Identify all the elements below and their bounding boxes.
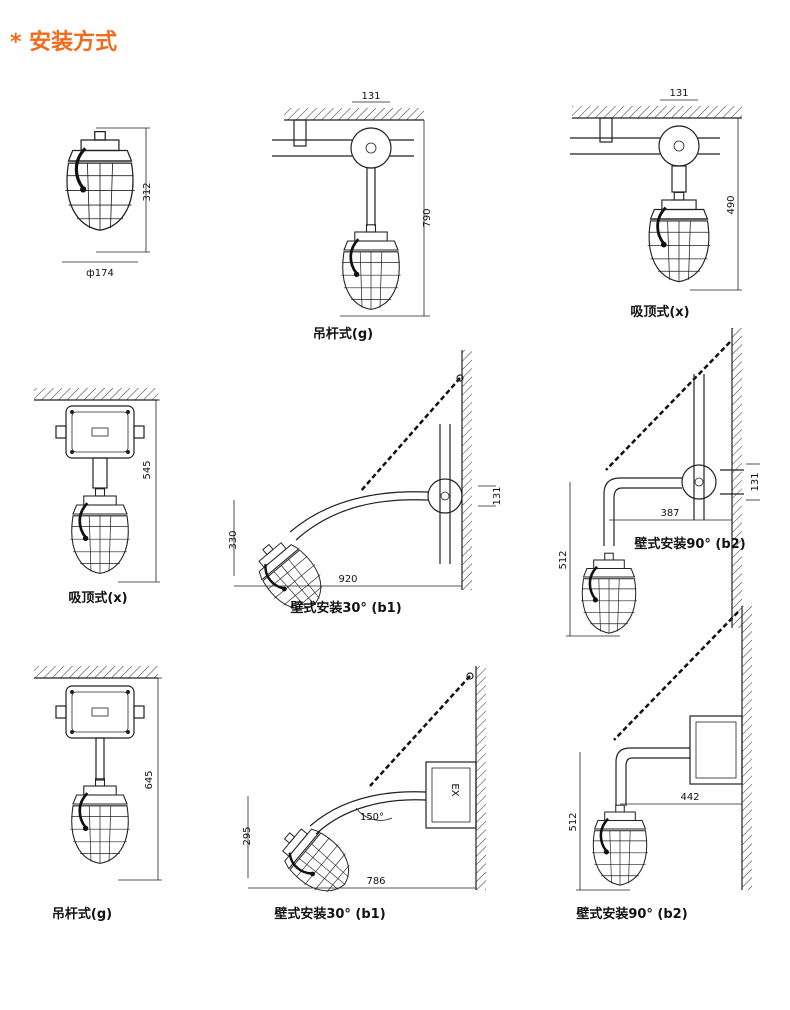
dim-length-label: 920	[338, 574, 357, 585]
caption-wall-90-box: 壁式安装90° (b2)	[576, 906, 687, 922]
caption-ceiling: 吸顶式(x)	[630, 304, 689, 320]
panel-plain-lamp: 312 ф174	[62, 127, 153, 279]
panel-wall-90-pipe: 131 387 512 壁式安装90° (b2)	[558, 328, 761, 637]
dim-height-label: 330	[228, 530, 239, 549]
panel-wall-30-pipe: 131 330 920 壁式安装30° (b1)	[228, 350, 503, 623]
dim-reach-label: 387	[660, 508, 679, 519]
panel-wall-90-box: 442 512 壁式安装90° (b2)	[568, 606, 752, 922]
dim-box-width-label: 131	[669, 88, 688, 99]
dim-height-label: 295	[242, 826, 253, 845]
panel-ceiling-junction-box: 545 吸顶式(x)	[34, 388, 160, 606]
dim-box-width-label: 131	[361, 91, 380, 102]
dim-height-label: 645	[144, 770, 155, 789]
dim-drop-label: 790	[422, 208, 433, 227]
dim-height-label: 545	[142, 460, 153, 479]
caption-pendant: 吊杆式(g)	[313, 326, 373, 342]
caption-pendant-box: 吊杆式(g)	[52, 906, 112, 922]
dim-box-label: 131	[492, 486, 503, 505]
caption-wall-30-box: 壁式安装30° (b1)	[274, 906, 385, 922]
angle-label: 150°	[360, 812, 384, 823]
dim-height-label: 490	[726, 195, 737, 214]
caption-ceiling-box: 吸顶式(x)	[68, 590, 127, 606]
dim-diameter-label: ф174	[86, 268, 114, 279]
panel-ceiling-mount: 131 490 吸顶式(x)	[570, 88, 742, 320]
panel-pendant-junction-box: 645 吊杆式(g)	[34, 666, 162, 922]
dim-box-label: 131	[750, 472, 761, 491]
dim-length-label: 786	[366, 876, 385, 887]
dim-reach-label: 442	[680, 792, 699, 803]
caption-wall-90: 壁式安装90° (b2)	[634, 536, 745, 552]
ex-mark-label: EX	[449, 783, 460, 796]
section-title: * 安装方式	[10, 30, 118, 55]
dim-height-label: 312	[142, 182, 153, 201]
dim-height-label: 512	[558, 550, 569, 569]
caption-wall-30: 壁式安装30° (b1)	[290, 600, 401, 616]
panel-pendant-ceiling: 131 790 吊杆式(g)	[272, 91, 433, 342]
panel-wall-30-box: EX 150° 295 786 壁式安装30° (b1)	[242, 666, 486, 922]
dim-height-label: 512	[568, 812, 579, 831]
